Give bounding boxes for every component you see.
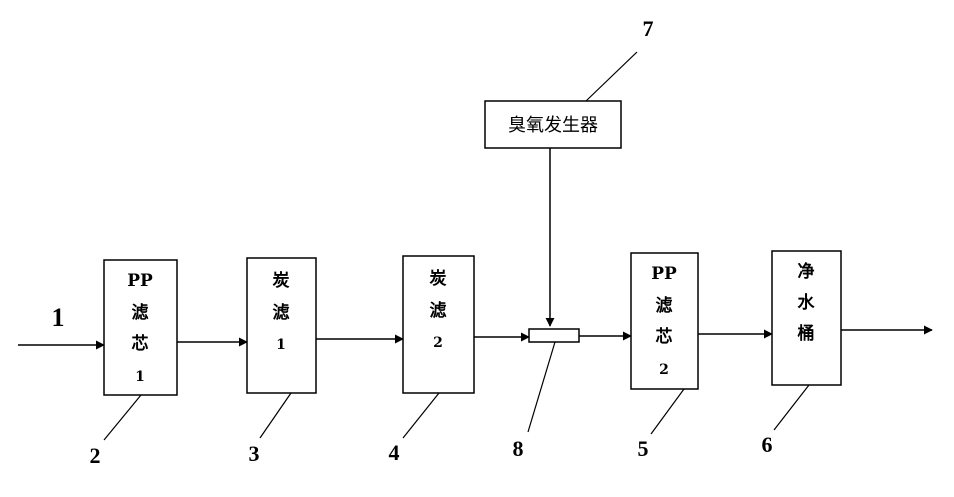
carbon-filter-2-label-line-1: 炭 [430, 268, 447, 289]
pp-filter-1-label-line-1: PP [127, 271, 153, 291]
pp-filter-1-label-line-4: 1 [135, 369, 145, 385]
carbon-filter-2-label-line-2: 滤 [430, 300, 447, 321]
carbon-filter-1-box [246, 257, 317, 394]
leader-line-5 [650, 388, 685, 435]
carbon-filter-1-label-line-1: 炭 [273, 270, 290, 291]
carbon-filter-2-label-line-3: 2 [433, 335, 443, 351]
clean-water-tank-label-line-1: 净 [798, 261, 815, 282]
ref-number-2: 2 [90, 443, 101, 468]
leader-line-7 [585, 51, 638, 102]
pp-filter-2-box [630, 252, 699, 390]
pp-filter-1-label-line-3: 芯 [132, 333, 149, 354]
clean-water-tank-box [771, 250, 842, 386]
leader-line-6 [773, 384, 810, 431]
mixer-box [528, 328, 580, 343]
ref-number-6: 6 [762, 432, 773, 457]
pp-filter-2-label-line-3: 芯 [656, 326, 673, 347]
carbon-filter-2-box [402, 255, 475, 394]
pp-filter-1-label-line-2: 滤 [132, 302, 149, 323]
ozone-generator-label: 臭氧发生器 [508, 115, 598, 136]
ref-number-3: 3 [249, 441, 260, 466]
clean-water-tank-label-line-2: 水 [798, 292, 816, 313]
leader-line-4 [402, 392, 440, 439]
clean-water-tank-label-line-3: 桶 [798, 323, 815, 344]
carbon-filter-1-label-line-3: 1 [276, 337, 286, 353]
ref-number-8: 8 [513, 436, 524, 461]
ref-number-4: 4 [389, 440, 400, 465]
pp-filter-2-label-line-4: 2 [659, 362, 669, 378]
leader-line-8 [527, 341, 556, 433]
ref-number-7: 7 [643, 16, 654, 41]
pp-filter-1-box [103, 259, 178, 396]
ref-number-1: 1 [52, 303, 65, 332]
leader-line-3 [259, 392, 292, 439]
pp-filter-2-label-line-1: PP [651, 264, 677, 284]
ref-number-5: 5 [638, 436, 649, 461]
pp-filter-2-label-line-2: 滤 [656, 295, 673, 316]
ozone-generator-box [484, 100, 622, 149]
leader-line-2 [103, 394, 142, 441]
carbon-filter-1-label-line-2: 滤 [273, 302, 290, 323]
